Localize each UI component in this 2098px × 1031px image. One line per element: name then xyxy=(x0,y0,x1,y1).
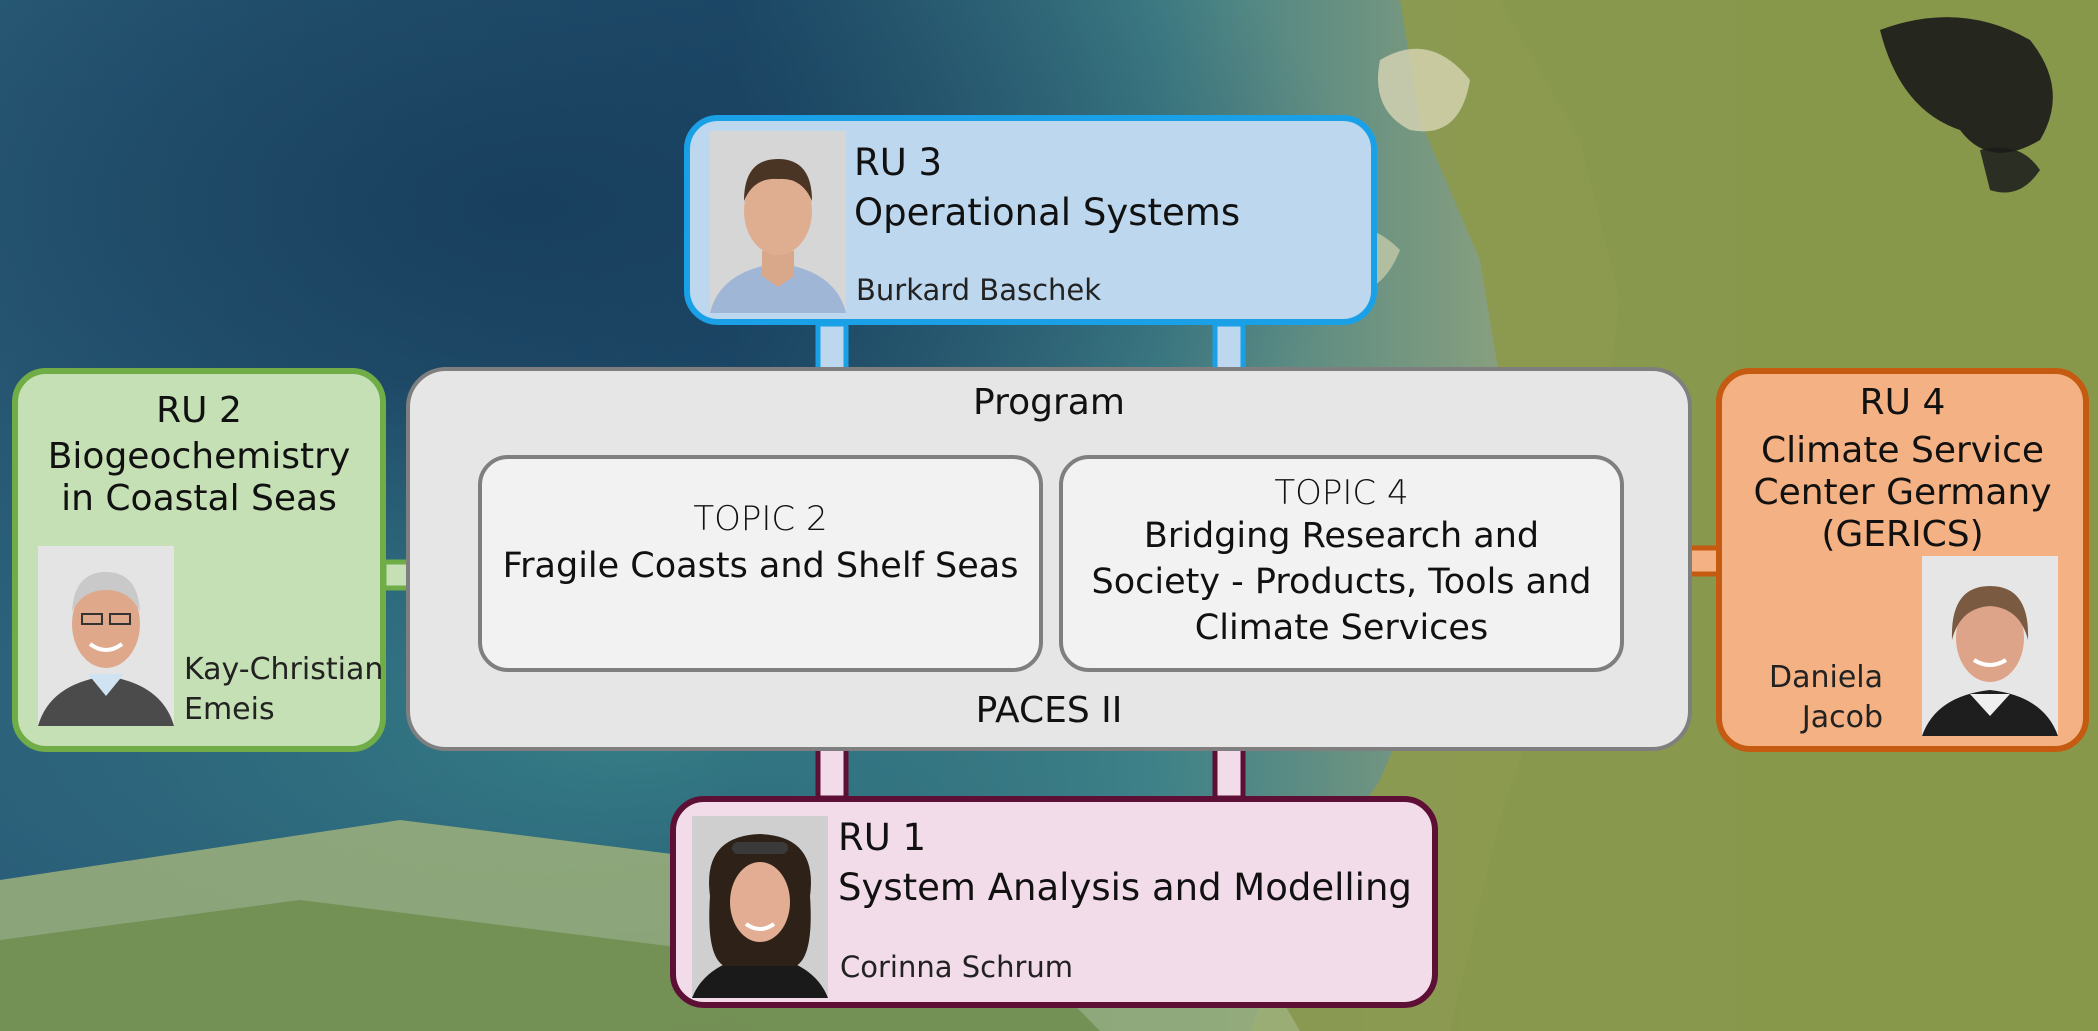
paces-label: PACES II xyxy=(975,690,1123,731)
ru2-person-name-line1: Kay-Christian xyxy=(184,652,384,687)
topic-2-box: TOPIC 2 Fragile Coasts and Shelf Seas xyxy=(478,455,1043,672)
ru3-box: RU 3 Operational Systems Burkard Baschek xyxy=(684,115,1377,325)
program-label: Program xyxy=(973,382,1125,423)
topic-2-kicker: TOPIC 2 xyxy=(693,499,828,539)
kay-christian-emeis-photo xyxy=(38,546,174,726)
ru2-person-name-line2: Emeis xyxy=(184,692,275,727)
topic-2-title: Fragile Coasts and Shelf Seas xyxy=(502,546,1019,586)
corinna-schrum-photo xyxy=(692,816,828,998)
ru3-name: Operational Systems xyxy=(854,191,1241,234)
ru2-number: RU 2 xyxy=(156,390,242,431)
ru1-number: RU 1 xyxy=(838,816,927,859)
ru1-box: RU 1 System Analysis and Modelling Corin… xyxy=(670,796,1438,1008)
ru4-person-name-line2: Jacob xyxy=(1801,700,1883,735)
ru2-name-line2: in Coastal Seas xyxy=(61,478,337,519)
ru1-name: System Analysis and Modelling xyxy=(838,866,1412,909)
ru4-name-line1: Climate Service xyxy=(1760,430,2045,471)
ru4-name-line2: Center Germany xyxy=(1753,472,2052,513)
topic-4-kicker: TOPIC 4 xyxy=(1274,473,1409,513)
daniela-jacob-photo xyxy=(1922,556,2058,736)
burkard-baschek-photo xyxy=(710,131,846,313)
ru4-number: RU 4 xyxy=(1859,382,1946,423)
topic-4-title: Bridging Research and Society - Products… xyxy=(1091,516,1592,648)
ru3-number: RU 3 xyxy=(854,141,943,184)
ru4-box: RU 4 Climate Service Center Germany (GER… xyxy=(1716,368,2089,752)
topic-4-box: TOPIC 4 Bridging Research and Society - … xyxy=(1059,455,1624,672)
ru2-name-line1: Biogeochemistry xyxy=(47,436,351,477)
ru1-person-name: Corinna Schrum xyxy=(840,950,1074,984)
ru3-person-name: Burkard Baschek xyxy=(856,273,1102,307)
ru2-box: RU 2 Biogeochemistry in Coastal Seas Kay… xyxy=(12,368,386,752)
ru4-name-line3: (GERICS) xyxy=(1821,514,1984,555)
ru4-person-name-line1: Daniela xyxy=(1768,660,1883,695)
